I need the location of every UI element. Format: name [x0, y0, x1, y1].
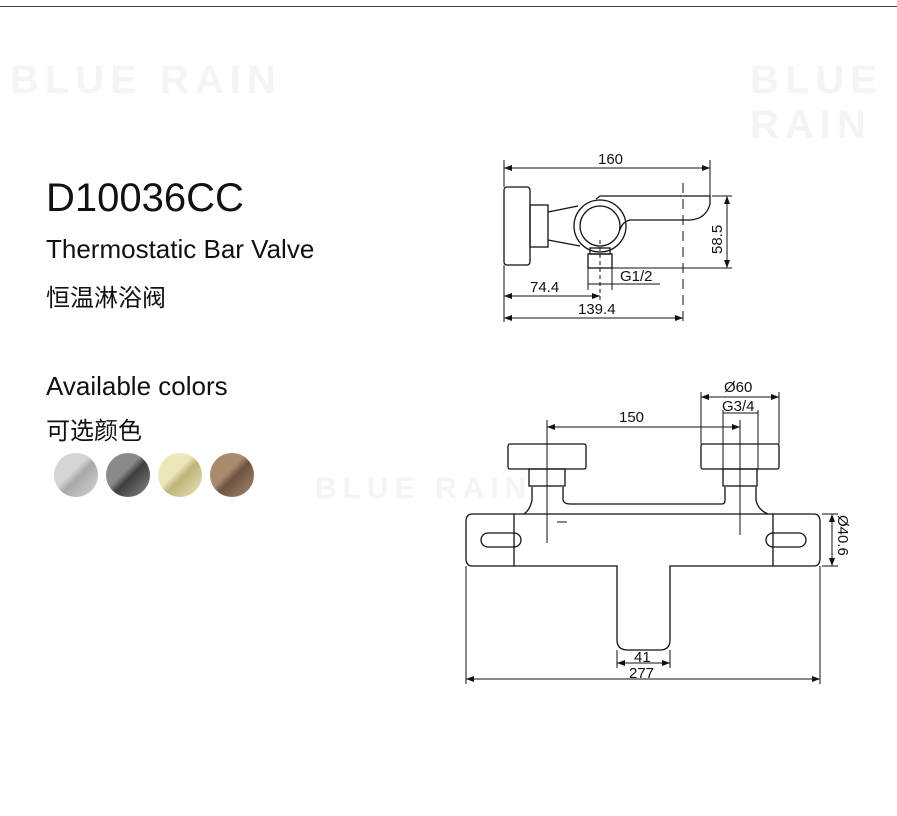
colors-title-en: Available colors — [46, 371, 228, 401]
color-swatches — [54, 453, 254, 497]
dim-to-spout: 139.4 — [578, 301, 616, 318]
product-name-en: Thermostatic Bar Valve — [46, 234, 315, 264]
color-swatch-brushed-nickel — [54, 453, 98, 497]
color-swatch-bronze — [210, 453, 254, 497]
color-swatch-brushed-gold — [158, 453, 202, 497]
product-name-cn: 恒温淋浴阀 — [46, 284, 166, 312]
color-swatch-gunmetal — [106, 453, 150, 497]
side-view-drawing — [503, 160, 732, 322]
dim-cap-diameter: Ø60 — [724, 379, 752, 396]
dim-spout-width: 41 — [634, 649, 651, 666]
dim-thread-front: G3/4 — [722, 398, 755, 415]
front-view-drawing — [465, 392, 838, 684]
colors-title-cn: 可选颜色 — [46, 417, 142, 445]
dim-total-width: 160 — [598, 151, 623, 168]
dim-thread-side: G1/2 — [620, 268, 653, 285]
dim-to-outlet: 74.4 — [530, 279, 559, 296]
top-divider — [0, 6, 897, 7]
dim-total-length: 277 — [629, 665, 654, 682]
watermark: BLUE RAIN — [750, 58, 883, 147]
watermark: BLUE RAIN — [10, 58, 282, 102]
dim-body-diameter: Ø40.6 — [834, 515, 851, 556]
watermark: BLUE RAIN — [315, 472, 533, 505]
dim-centers: 150 — [619, 409, 644, 426]
product-model: D10036CC — [46, 176, 244, 220]
dim-height: 58.5 — [709, 225, 726, 254]
